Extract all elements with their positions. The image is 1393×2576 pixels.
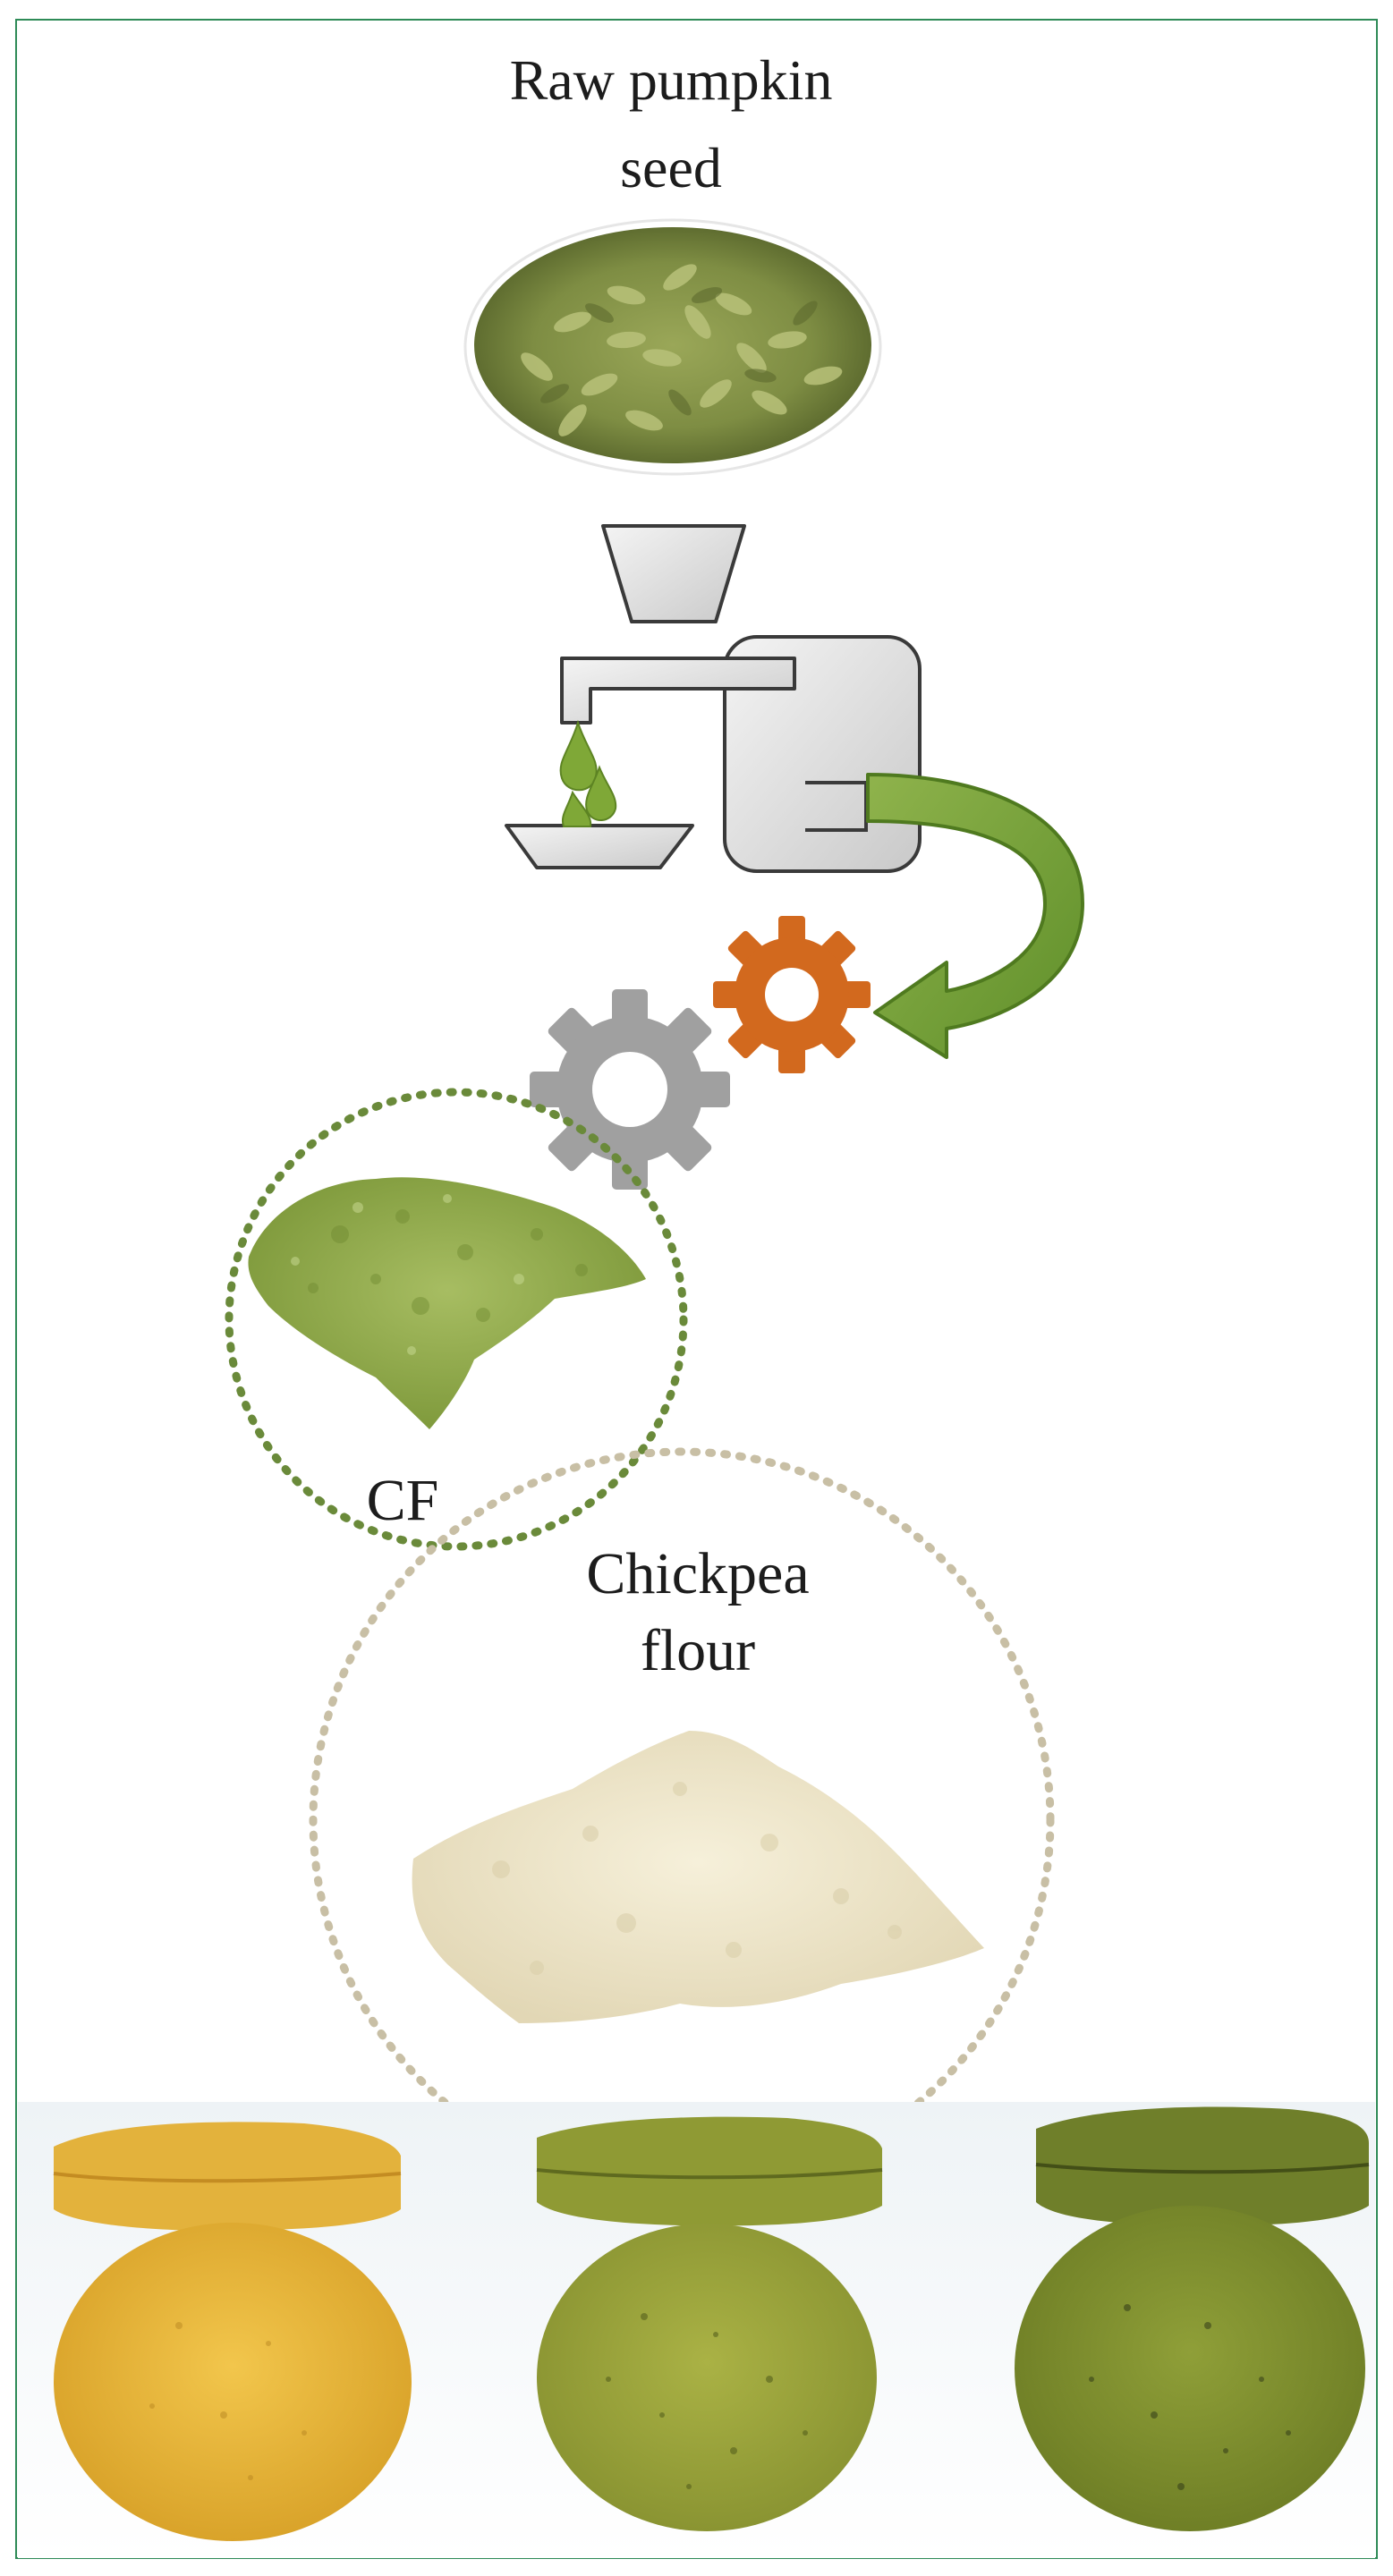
cookie-cf-high [1015, 2107, 1369, 2531]
pumpkin-seed-image [465, 220, 880, 474]
cf-label: CF [340, 1467, 465, 1535]
chickpea-label-line2: flour [510, 1617, 886, 1685]
cookies-image [18, 2102, 1375, 2558]
cookie-cf-low [537, 2117, 882, 2531]
raw-seed-label-line2: seed [367, 134, 975, 202]
cookie-control [54, 2122, 412, 2541]
chickpea-label-line1: Chickpea [510, 1540, 886, 1608]
raw-seed-label-line1: Raw pumpkin [367, 47, 975, 114]
orange-gear-icon [713, 916, 871, 1073]
gray-gear-icon [530, 989, 730, 1190]
